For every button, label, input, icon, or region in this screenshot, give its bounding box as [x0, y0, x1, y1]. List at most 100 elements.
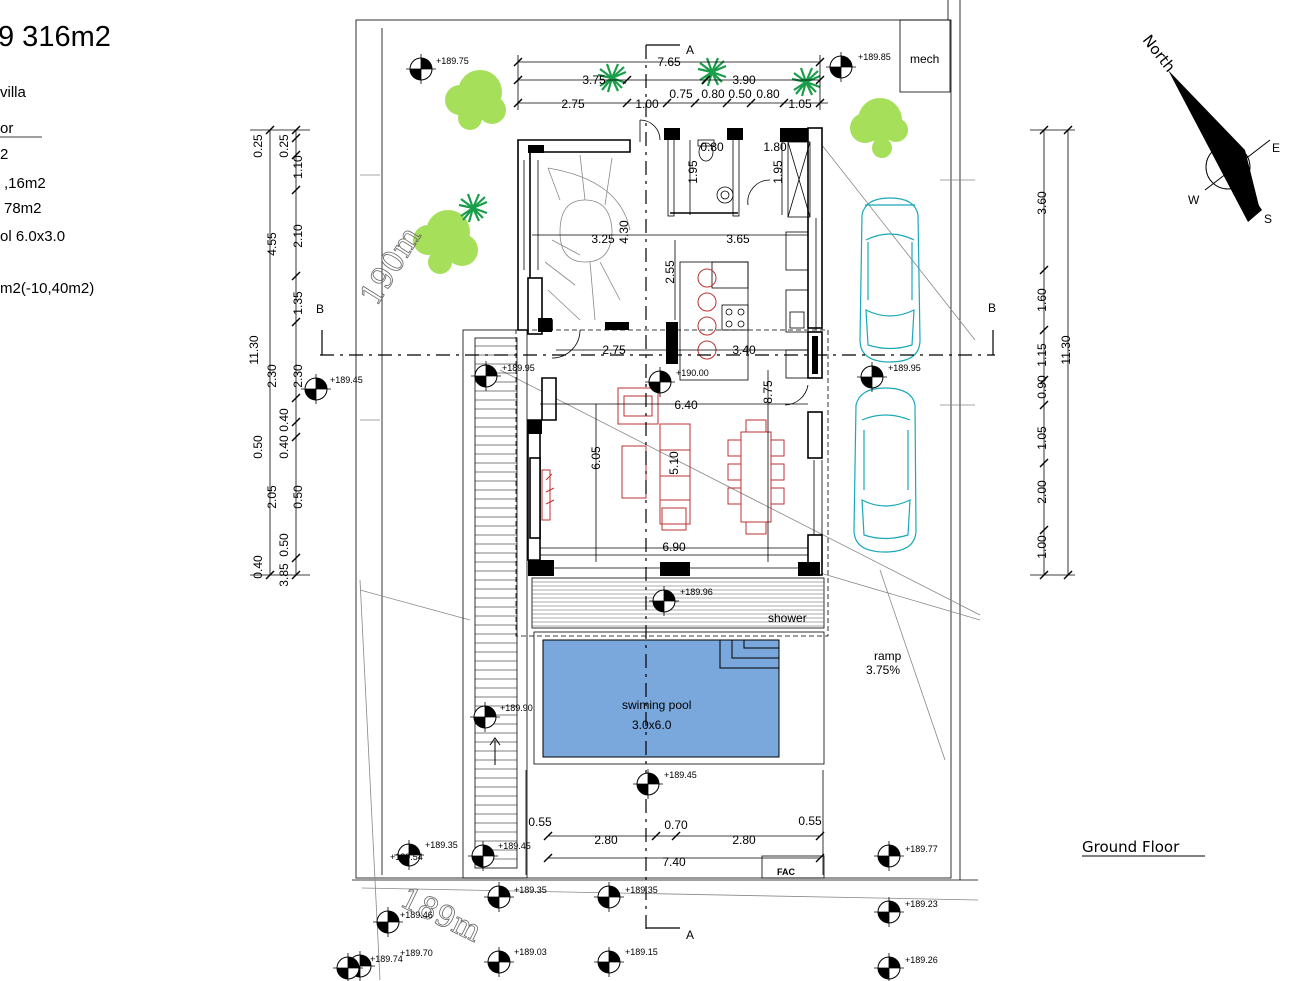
label-fac: FAC [777, 867, 796, 877]
dim-interior-4: 4.30 [617, 220, 631, 244]
dim-bottom-3: 2.80 [732, 833, 756, 847]
level-value-3: +189.95 [502, 363, 535, 373]
dim-left-14: 0.50 [291, 485, 305, 509]
header-line-3: 2 [0, 146, 8, 163]
section-b-left: B [316, 302, 324, 316]
level-value-19: +189.15 [625, 947, 658, 957]
parking-cars [853, 197, 921, 553]
level-symbol-6 [648, 585, 680, 617]
dim-right-2: 1.15 [1035, 343, 1049, 367]
label-pool: swiming pool [622, 698, 691, 712]
dim-top-3: 2.75 [561, 97, 585, 111]
level-value-1: +189.85 [858, 52, 891, 62]
level-symbol-18 [483, 946, 515, 978]
level-value-13: +189.35 [625, 885, 658, 895]
level-value-4: +190.00 [676, 368, 709, 378]
dim-left-12: 3.85 [277, 563, 291, 587]
level-symbol-7 [469, 701, 501, 733]
level-value-6: +189.96 [680, 587, 713, 597]
dim-left-3: 4.55 [265, 232, 279, 256]
dim-top-1: 3.75 [582, 73, 606, 87]
car-bottom [853, 387, 917, 553]
dim-left-6: 11.30 [247, 335, 261, 364]
swimming-pool [542, 639, 780, 758]
dim-interior-0: 1.80 [763, 140, 787, 154]
dim-interior-2: 1.95 [771, 160, 785, 184]
level-value-21: +189.54 [390, 852, 423, 862]
level-value-7: +189.90 [500, 703, 533, 713]
living-furniture [541, 387, 785, 535]
dim-interior-7: 2.75 [602, 343, 626, 357]
level-value-20: +189.26 [905, 955, 938, 965]
header-line-6: ol 6.0x3.0 [0, 228, 65, 245]
dimension-lines [250, 55, 1075, 859]
label-pool-size: 3.0x6.0 [632, 718, 672, 732]
level-value-14: +189.46 [400, 910, 433, 920]
level-symbol-2 [300, 373, 332, 405]
dim-left-13: 2.05 [265, 485, 279, 509]
dim-interior-10: 8.75 [761, 380, 775, 404]
dim-interior-6: 2.55 [663, 260, 677, 284]
compass-east: E [1272, 141, 1280, 155]
header-line-7: m2(-10,40m2) [0, 280, 94, 297]
compass-west: W [1188, 193, 1200, 207]
contour-190: 190m [353, 221, 428, 312]
header-block: 9 316m2 villa or 2 ,16m2 78m2 ol 6.0x3.0… [0, 21, 111, 297]
dim-top-5: 0.75 [669, 87, 693, 101]
dim-bottom-5: 7.40 [662, 855, 686, 869]
level-value-0: +189.75 [436, 56, 469, 66]
level-symbol-3 [470, 360, 502, 392]
level-value-17: +189.70 [400, 948, 433, 958]
dim-right-5: 1.05 [1035, 426, 1049, 450]
dim-left-10: 0.50 [251, 435, 265, 459]
dim-left-4: 2.10 [291, 224, 305, 248]
level-value-16: +189.74 [370, 954, 403, 964]
header-line-1: villa [0, 84, 26, 101]
terrace-and-pool [515, 329, 829, 879]
label-ramp-slope: 3.75% [866, 663, 900, 677]
level-symbol-10 [467, 840, 499, 872]
header-line-2: or [0, 120, 13, 137]
level-value-15: +189.23 [905, 899, 938, 909]
level-markers: +189.75 +189.85 +189.45 +189.95 +190.00 +189.… [300, 51, 938, 981]
label-ramp: ramp [874, 649, 902, 663]
drawing-title: Ground Floor [1082, 838, 1180, 856]
compass-south: S [1264, 212, 1272, 226]
dim-right-0: 3.60 [1035, 191, 1049, 215]
dim-interior-9: 6.40 [674, 398, 698, 412]
dim-left-11: 0.40 [277, 435, 291, 459]
dim-top-0: 7.65 [657, 55, 681, 69]
level-symbol-13 [593, 881, 625, 913]
level-value-12: +189.77 [905, 844, 938, 854]
level-symbol-8 [632, 768, 664, 800]
section-b-right: B [988, 301, 996, 315]
dim-top-9: 1.05 [788, 97, 812, 111]
dim-interior-5: 3.65 [726, 232, 750, 246]
dim-right-7: 1.00 [1035, 535, 1049, 559]
dim-left-1: 0.25 [277, 134, 291, 158]
level-symbol-11 [483, 881, 515, 913]
dim-right-1: 1.60 [1035, 288, 1049, 312]
room-labels: mech shower swiming pool 3.0x6.0 ramp 3.… [353, 52, 1205, 950]
dim-left-0: 0.25 [251, 134, 265, 158]
outdoor-stair [462, 329, 528, 879]
dim-left-5: 1.35 [291, 291, 305, 315]
label-shower: shower [768, 611, 807, 625]
dim-top-7: 0.50 [728, 87, 752, 101]
dim-bottom-4: 0.55 [798, 814, 822, 828]
dim-top-4: 1.00 [635, 97, 659, 111]
dim-right-3: 11.30 [1059, 335, 1073, 364]
level-value-8: +189.45 [664, 770, 697, 780]
dim-interior-11: 6.05 [589, 446, 603, 470]
level-symbol-12 [873, 840, 905, 872]
dim-interior-13: 6.90 [662, 540, 686, 554]
level-value-9: +189.35 [425, 840, 458, 850]
dim-top-6: 0.80 [701, 87, 725, 101]
level-value-5: +189.95 [888, 363, 921, 373]
dim-bottom-1: 2.80 [594, 833, 618, 847]
section-lines: A A B B [316, 43, 996, 942]
dim-interior-1: 1.95 [686, 160, 700, 184]
level-value-2: +189.45 [330, 375, 363, 385]
